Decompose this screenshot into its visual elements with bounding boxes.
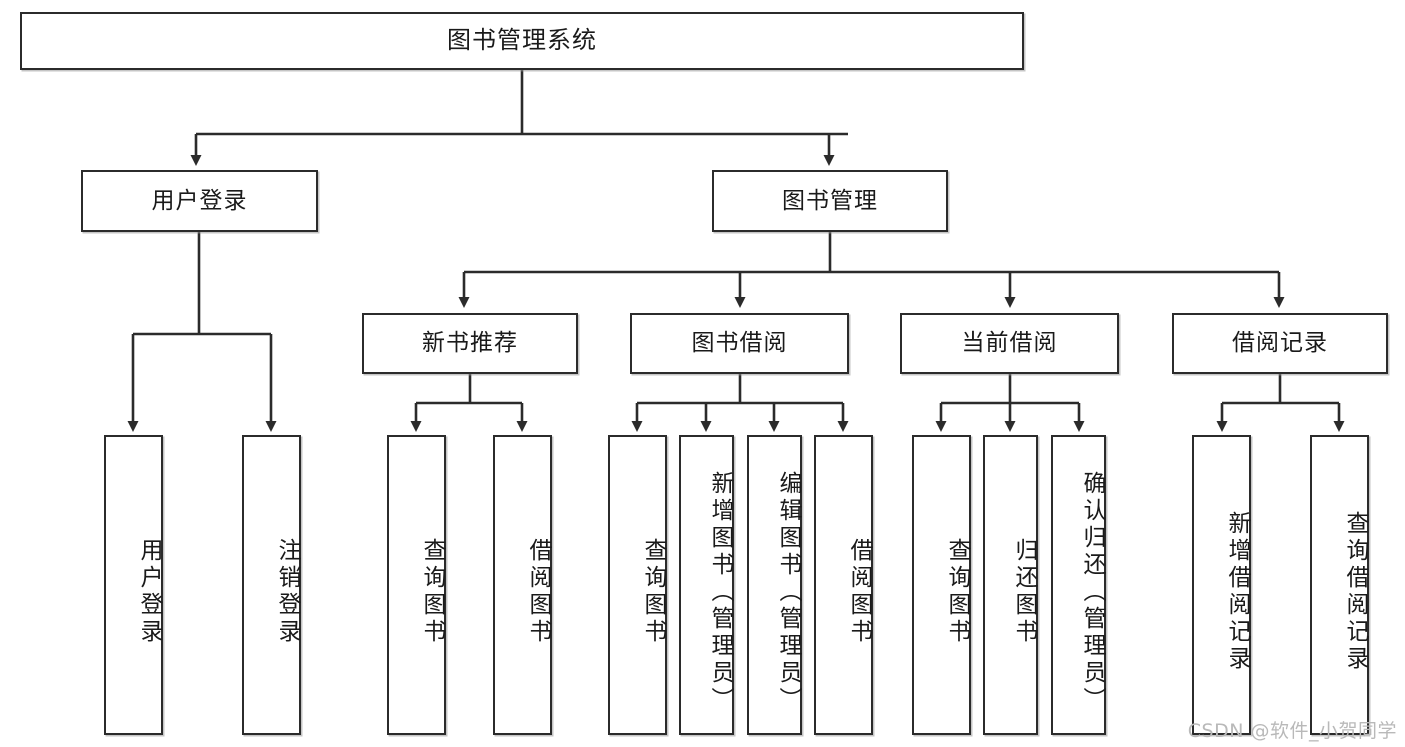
node-leaf-borrow-book-2-label: 借阅图书 [846, 538, 872, 646]
node-leaf-return-book[interactable]: 归还图书 [983, 435, 1038, 735]
node-leaf-query-book-2-label: 查询图书 [640, 538, 666, 646]
node-leaf-logout[interactable]: 注销登录 [242, 435, 301, 735]
node-book-manage-label: 图书管理 [782, 187, 878, 214]
node-leaf-query-book-3[interactable]: 查询图书 [912, 435, 971, 735]
watermark-text: CSDN @软件_小贺同学 [1187, 720, 1397, 742]
node-leaf-borrow-book-1-label: 借阅图书 [525, 538, 551, 646]
node-leaf-edit-book-label: 编辑图书（管理员） [775, 470, 801, 714]
node-borrow-record-label: 借阅记录 [1232, 330, 1328, 357]
node-current-borrow-label: 当前借阅 [961, 330, 1058, 357]
node-new-book-rec[interactable]: 新书推荐 [362, 313, 578, 374]
node-leaf-query-record[interactable]: 查询借阅记录 [1310, 435, 1369, 735]
node-leaf-user-login-label: 用户登录 [136, 538, 162, 646]
node-leaf-return-book-label: 归还图书 [1011, 538, 1037, 646]
node-leaf-edit-book[interactable]: 编辑图书（管理员） [747, 435, 802, 735]
node-book-borrow[interactable]: 图书借阅 [630, 313, 849, 374]
node-current-borrow[interactable]: 当前借阅 [900, 313, 1119, 374]
node-root[interactable]: 图书管理系统 [20, 12, 1024, 70]
node-leaf-add-record[interactable]: 新增借阅记录 [1192, 435, 1251, 735]
node-leaf-query-book-3-label: 查询图书 [944, 538, 970, 646]
node-leaf-borrow-book-1[interactable]: 借阅图书 [493, 435, 552, 735]
node-leaf-query-record-label: 查询借阅记录 [1342, 511, 1368, 673]
node-leaf-add-book[interactable]: 新增图书（管理员） [679, 435, 734, 735]
node-leaf-query-book-1-label: 查询图书 [419, 538, 445, 646]
node-leaf-borrow-book-2[interactable]: 借阅图书 [814, 435, 873, 735]
node-user-login-label: 用户登录 [151, 187, 248, 214]
node-leaf-logout-label: 注销登录 [274, 538, 300, 646]
node-borrow-record[interactable]: 借阅记录 [1172, 313, 1388, 374]
node-book-manage[interactable]: 图书管理 [712, 170, 948, 232]
node-leaf-confirm-return[interactable]: 确认归还（管理员） [1051, 435, 1106, 735]
node-user-login[interactable]: 用户登录 [81, 170, 318, 232]
node-leaf-query-book-1[interactable]: 查询图书 [387, 435, 446, 735]
node-leaf-query-book-2[interactable]: 查询图书 [608, 435, 667, 735]
node-leaf-add-record-label: 新增借阅记录 [1224, 511, 1250, 673]
node-new-book-rec-label: 新书推荐 [422, 330, 518, 357]
node-root-label: 图书管理系统 [447, 26, 597, 55]
node-leaf-add-book-label: 新增图书（管理员） [707, 470, 733, 714]
node-book-borrow-label: 图书借阅 [691, 330, 788, 357]
node-leaf-confirm-return-label: 确认归还（管理员） [1079, 470, 1105, 714]
node-leaf-user-login[interactable]: 用户登录 [104, 435, 163, 735]
